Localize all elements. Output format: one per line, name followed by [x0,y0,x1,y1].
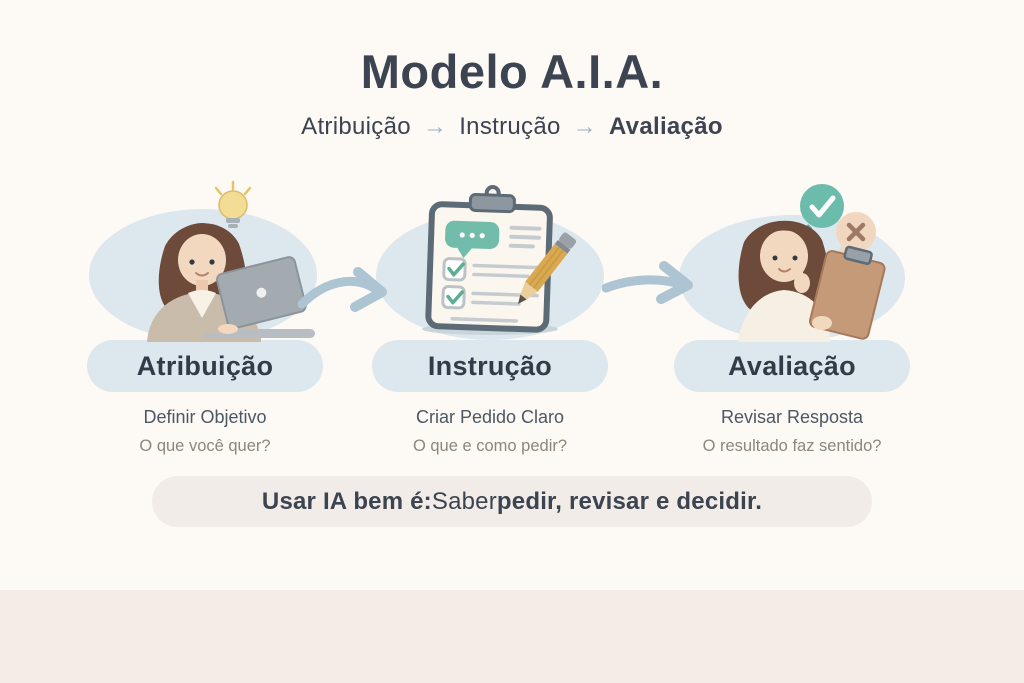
checkbox-checked-icon [442,257,467,282]
subtitle-step-avaliacao: Avaliação [608,113,723,140]
page-title: Modelo A.I.A. [360,45,664,98]
pencil-icon [518,232,577,304]
step-description: Definir Objetivo [143,407,267,427]
step-question: O que você quer? [139,437,271,455]
subtitle: Atribuição → Instrução → Avaliação [0,113,1024,141]
subtitle-step-instrucao: Instrução [459,113,561,140]
text-lines [508,225,542,249]
clipboard-brown-icon [809,245,886,340]
arrow-right-icon: → [572,113,597,140]
summary-banner: Usar IA bem é: Saber pedir, revisar e de… [152,476,872,527]
woman-thinking-illustration [679,184,905,342]
lightbulb-icon [214,180,252,228]
banner-regular: Saber [431,487,497,515]
step-atribuicao: Atribuição Definir Objetivo O que você q… [85,180,325,456]
banner-bold-lead: Usar IA bem é: [261,487,432,515]
step-question: O resultado faz sentido? [702,437,882,455]
text-lines [472,263,540,279]
step-question: O que e como pedir? [412,437,568,455]
step-label-pill: Atribuição [87,340,323,392]
step-label-pill: Avaliação [674,340,910,392]
step-description: Revisar Resposta [720,407,864,427]
step-label-pill: Instrução [372,340,608,392]
thinking-hand [794,264,832,330]
speech-bubble-dots-icon [445,220,500,259]
flow-arrow-2-icon [602,261,693,304]
step-instrucao: Instrução Criar Pedido Claro O que e com… [370,180,610,456]
footer-band [0,590,1024,683]
step-description: Criar Pedido Claro [415,407,565,427]
clipboard-checklist-illustration [376,185,604,340]
step-avaliacao: Avaliação Revisar Resposta O resultado f… [672,180,912,456]
woman-at-laptop-illustration [89,180,317,342]
arrow-right-icon: → [422,113,448,140]
banner-bold-tail: pedir, revisar e decidir. [496,487,763,515]
clipboard-icon [425,185,553,333]
flow-arrow-1-icon [298,267,387,312]
subtitle-step-atribuicao: Atribuição [301,113,411,140]
woman-figure [738,220,830,342]
woman-arm [180,314,238,334]
checkbox-checked-icon [441,285,466,310]
